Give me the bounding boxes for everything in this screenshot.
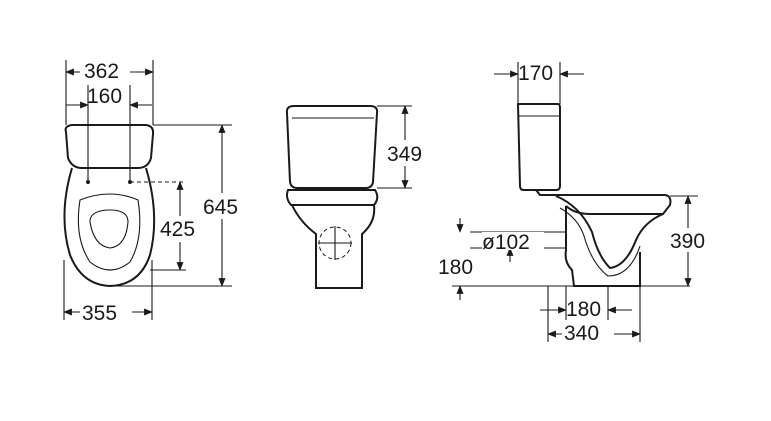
side-cistern-outline [516,103,561,191]
front-seat-outer [63,167,156,288]
dim-170: 170 [518,62,553,85]
dim-355: 355 [82,302,117,325]
cistern-outline [285,105,379,189]
front-elevation-view: 349 [285,105,431,289]
front-bowl-opening [89,209,129,249]
dim-340: 340 [564,322,599,345]
side-bowl-rim [535,189,672,215]
dim-o102: ø102 [482,231,530,254]
dim-349: 349 [387,143,422,166]
side-trap-curve [555,195,664,270]
dim-645: 645 [203,196,238,219]
side-pedestal [564,206,641,287]
dim-390: 390 [670,230,705,253]
front-cistern-outline [64,124,155,169]
dim-362: 362 [84,60,119,83]
front-view: 362 160 645 425 355 [63,58,242,325]
bowl-rim [286,189,379,206]
front-seat-inner [77,193,141,271]
dim-180-offset: 180 [566,298,601,321]
dim-160: 160 [87,85,122,108]
pedestal-outline [291,204,376,289]
side-view: 170 ø102 180 390 180 340 [438,62,716,345]
dim-180-height: 180 [438,256,473,279]
dim-425: 425 [160,218,195,241]
